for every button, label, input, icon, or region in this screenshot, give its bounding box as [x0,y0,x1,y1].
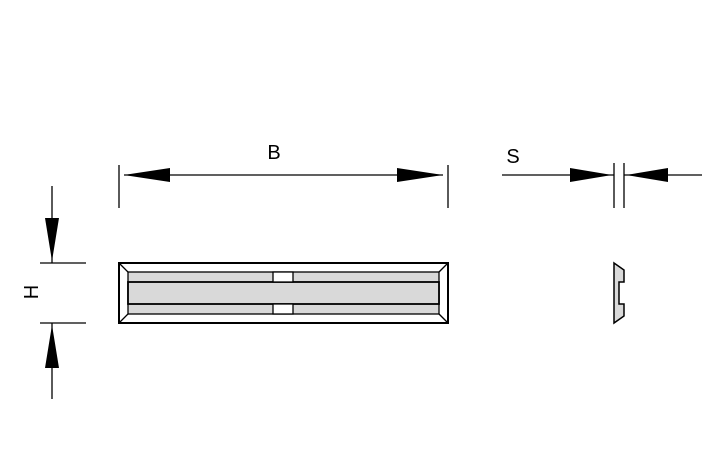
blade-center-groove [127,281,440,305]
blade-bevel-top-right [438,262,449,273]
dimension-s-arrow-left [570,168,612,182]
blade-side-view [613,261,625,325]
dimension-b-arrow-right [397,168,443,182]
blade-notch-bottom [272,303,294,315]
dimension-b-arrow-left [124,168,170,182]
dimension-b: B [118,142,449,208]
blade-front-view [118,262,449,324]
blade-bevel-bottom-left [118,313,129,324]
dimension-h: H [21,186,86,399]
dimension-b-label: B [267,142,280,164]
blade-notch-top [272,271,294,283]
dimension-s: S [502,146,702,208]
blade-profile [613,261,625,325]
dimension-h-label: H [21,285,43,299]
dimension-h-arrow-bottom [45,325,59,368]
dimension-h-arrow-top [45,218,59,261]
blade-bevel-bottom-right [438,313,449,324]
dimension-s-arrow-right [626,168,668,182]
dimension-s-label: S [506,146,519,168]
blade-bevel-top-left [118,262,129,273]
